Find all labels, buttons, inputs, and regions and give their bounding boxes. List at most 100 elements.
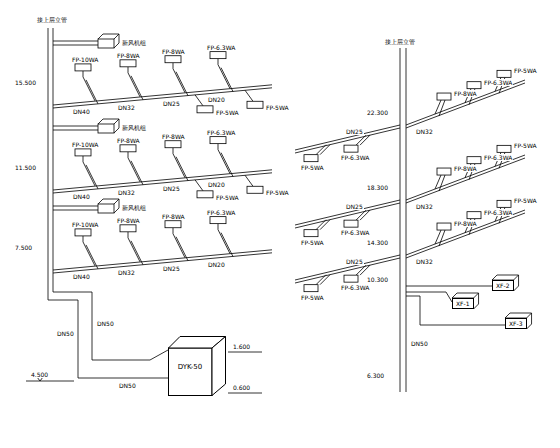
pipe-label: FP-5WA (513, 142, 538, 149)
pipe-label: FP-5WA (513, 197, 538, 204)
pipe-line (439, 230, 445, 246)
fan-coil-symbol (165, 221, 181, 228)
pipe-line (114, 199, 119, 213)
pipe-line (406, 210, 525, 255)
pipe-label: FP-5WA (300, 294, 325, 301)
pipe-line (53, 206, 98, 207)
fan-coil-symbol (247, 101, 263, 108)
pipe-line (295, 258, 400, 283)
ahu-symbol (98, 204, 114, 213)
pipe-line (406, 213, 525, 258)
pipe-line (295, 203, 400, 228)
pipe-label: DN50 (118, 382, 137, 389)
pipe-line (406, 292, 452, 302)
pipe-line (435, 175, 441, 189)
pipe-line (406, 155, 525, 200)
pipe-line (114, 119, 119, 133)
pipe-label: DN32 (415, 258, 434, 265)
fan-coil-symbol (467, 82, 481, 89)
pipe-label: 接上层立管 (384, 38, 416, 45)
pipe-label: FP-6.3WA (206, 209, 236, 216)
pipe-label: DN32 (415, 128, 434, 135)
pipe-line (435, 100, 441, 114)
pipe-line (439, 175, 445, 191)
pipe-label: DN50 (410, 340, 429, 347)
pipe-label: DN25 (345, 128, 364, 135)
pipe-label: FP-8WA (453, 165, 478, 172)
pipe-label: FP-5WA (300, 164, 325, 171)
pipe-line (131, 76, 143, 100)
fan-coil-symbol (197, 106, 213, 113)
fan-coil-symbol (75, 64, 91, 71)
pipe-label: FP-6.3WA (340, 229, 370, 236)
pipe-label: 18.300 (366, 184, 389, 191)
pipe-line (228, 393, 262, 394)
pipe-line (316, 220, 326, 230)
pipe-label: DN50 (56, 330, 75, 337)
fan-coil-symbol (344, 220, 358, 227)
node-text: XF-3 (509, 320, 523, 327)
pipe-label: 22.300 (366, 109, 389, 116)
pipe-label: DN25 (345, 258, 364, 265)
pipe-line (53, 126, 98, 127)
pipe-line (53, 41, 98, 42)
pipe-line (48, 300, 168, 378)
pipe-label: 11.500 (14, 164, 37, 171)
fan-coil-symbol (120, 60, 136, 67)
pipe-label: FP-6.3WA (206, 129, 236, 136)
pipe-line (176, 237, 188, 261)
pipe-label: FP-8WA (453, 220, 478, 227)
pipe-label: 4.500 (30, 371, 49, 378)
unit-box: XF-3 (505, 318, 527, 329)
pipe-line (195, 95, 203, 106)
pipe-line (295, 128, 400, 153)
pipe-label: DN40 (72, 108, 91, 115)
pipe-label: DN32 (117, 189, 136, 196)
fan-coil-symbol (120, 225, 136, 232)
pipe-line (98, 119, 119, 124)
pipe-label: 6.300 (366, 372, 385, 379)
pipe-line (176, 157, 188, 181)
fan-coil-symbol (210, 217, 226, 224)
node-text: XF-2 (496, 282, 510, 289)
fan-coil-symbol (304, 285, 318, 292)
fan-coil-symbol (304, 155, 318, 162)
pipe-label: DN25 (162, 265, 181, 272)
tank-box: DYK-50 (168, 336, 226, 396)
pipe-label: FP-8WA (116, 52, 141, 59)
fan-coil-symbol (247, 186, 263, 193)
pipe-line (86, 80, 98, 104)
pipe-label: FP-8WA (161, 48, 186, 55)
pipe-line (221, 233, 233, 257)
pipe-line (406, 80, 525, 125)
unit-side-face (527, 313, 532, 329)
pipe-label: 10.300 (366, 276, 389, 283)
fan-coil-symbol (120, 145, 136, 152)
pipe-line (98, 199, 119, 204)
pipe-label: FP-10WA (71, 141, 99, 148)
pipe-line (53, 253, 272, 273)
pipe-label: FP-8WA (453, 90, 478, 97)
node-text: DYK-50 (169, 364, 211, 371)
unit-side-face (474, 293, 479, 309)
pipe-line (86, 245, 98, 269)
ahu-symbol (98, 39, 114, 48)
pipe-label: 0.600 (232, 384, 251, 391)
fan-coil-symbol (197, 191, 213, 198)
pipe-label: DN25 (162, 185, 181, 192)
pipe-label: DN50 (96, 320, 115, 327)
pipe-label: DN25 (162, 100, 181, 107)
pipe-line (195, 180, 203, 191)
pipe-label: 新风机组 (121, 204, 147, 211)
pipe-line (406, 48, 407, 392)
pipe-label: 15.500 (14, 79, 37, 86)
pipe-label: 接上层立管 (36, 16, 68, 23)
pipe-label: DN40 (72, 273, 91, 280)
pipe-line (406, 158, 525, 203)
unit-side-face (514, 275, 519, 291)
fan-coil-symbol (467, 212, 481, 219)
pipe-line (221, 153, 233, 177)
pipe-label: DN20 (207, 181, 226, 188)
pipe-line (53, 292, 168, 360)
pipe-line (356, 135, 366, 145)
